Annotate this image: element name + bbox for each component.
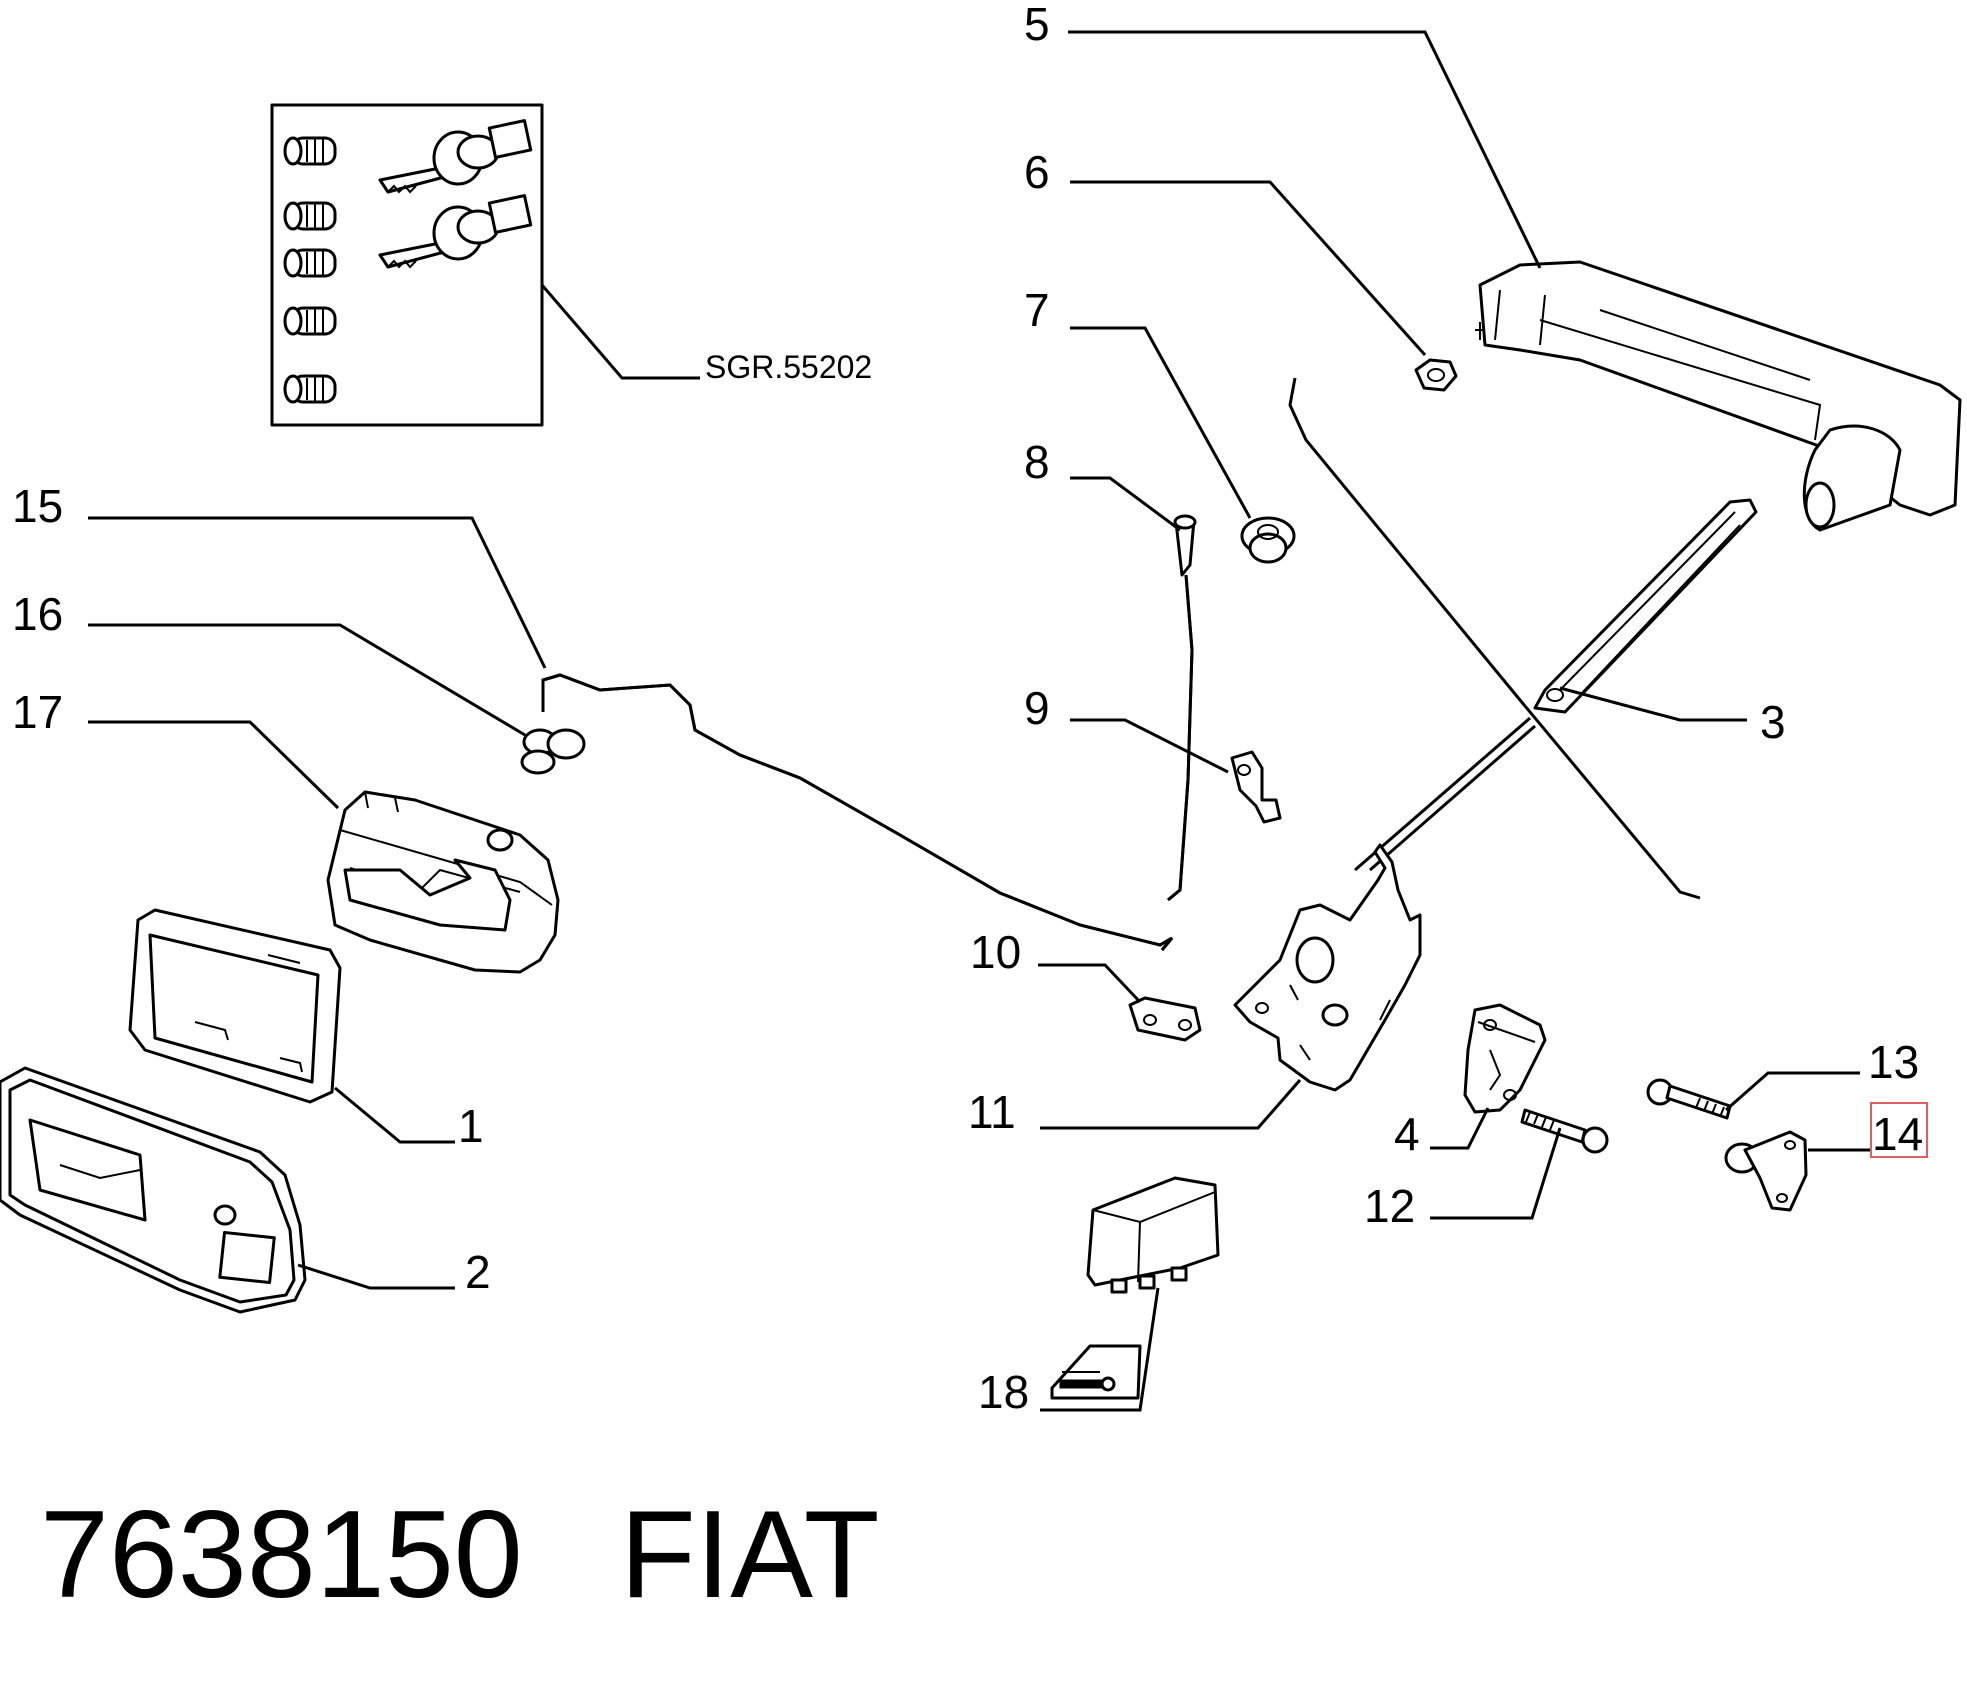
callout-6: 6: [1024, 146, 1050, 198]
lock-kit-inset: SGR.55202: [270, 103, 872, 427]
door-striker: [1463, 1003, 1547, 1114]
callout-16: 16: [12, 588, 63, 640]
rod-clip-icon: [1230, 750, 1282, 824]
callout-8: 8: [1024, 436, 1050, 488]
callout-5: 5: [1024, 0, 1050, 50]
lock-button-rod: [1167, 514, 1197, 902]
callout-11: 11: [968, 1086, 1016, 1138]
reference-label: SGR.55202: [705, 349, 872, 385]
control-unit: [1050, 1176, 1220, 1400]
callout-13: 13: [1868, 1036, 1919, 1088]
callout-labels: 5 6 7 8 9 10 11 18 15 16 17 3 1 2 4 12 1…: [12, 0, 1928, 1418]
bushing-icon: [1128, 996, 1202, 1042]
callout-1: 1: [458, 1100, 484, 1152]
callout-7: 7: [1024, 284, 1050, 336]
callout-18: 18: [978, 1366, 1029, 1418]
callout-15: 15: [12, 480, 63, 532]
inside-door-handle: [326, 790, 560, 974]
handle-escutcheon: [128, 908, 342, 1104]
rod-clips-icon: [520, 728, 586, 775]
brand-name: FIAT: [620, 1486, 879, 1624]
lock-cylinder-housing: [1533, 498, 1758, 714]
callout-10: 10: [970, 926, 1021, 978]
release-rod: [541, 673, 1174, 951]
key-icon: [378, 119, 533, 269]
part-number: 7638150: [40, 1486, 523, 1624]
callout-4: 4: [1394, 1108, 1420, 1160]
callout-12: 12: [1364, 1180, 1415, 1232]
lock-cylinder-icon: [283, 136, 337, 404]
callout-3: 3: [1760, 696, 1786, 748]
nut-icon: [1414, 358, 1458, 392]
screw-13-icon: [1646, 1078, 1732, 1120]
door-outline: [1288, 377, 1701, 900]
striker-pin-icon: [1724, 1130, 1808, 1212]
callout-2: 2: [465, 1246, 491, 1298]
callout-14: 14: [1872, 1108, 1923, 1160]
door-trim-panel: [0, 1066, 307, 1314]
screw-12-icon: [1520, 1108, 1609, 1154]
leader-lines: [88, 30, 1870, 1412]
grommet-icon: [1240, 516, 1296, 564]
callout-17: 17: [12, 686, 63, 738]
door-lock-mechanism: [1233, 843, 1422, 1092]
exterior-door-handle: [1475, 260, 1962, 532]
door-lock-icon: [1050, 1344, 1142, 1400]
footer: 7638150 FIAT: [40, 1486, 879, 1624]
callout-9: 9: [1024, 682, 1050, 734]
leader-line: [540, 284, 700, 380]
highlight-box: [1870, 1102, 1928, 1158]
